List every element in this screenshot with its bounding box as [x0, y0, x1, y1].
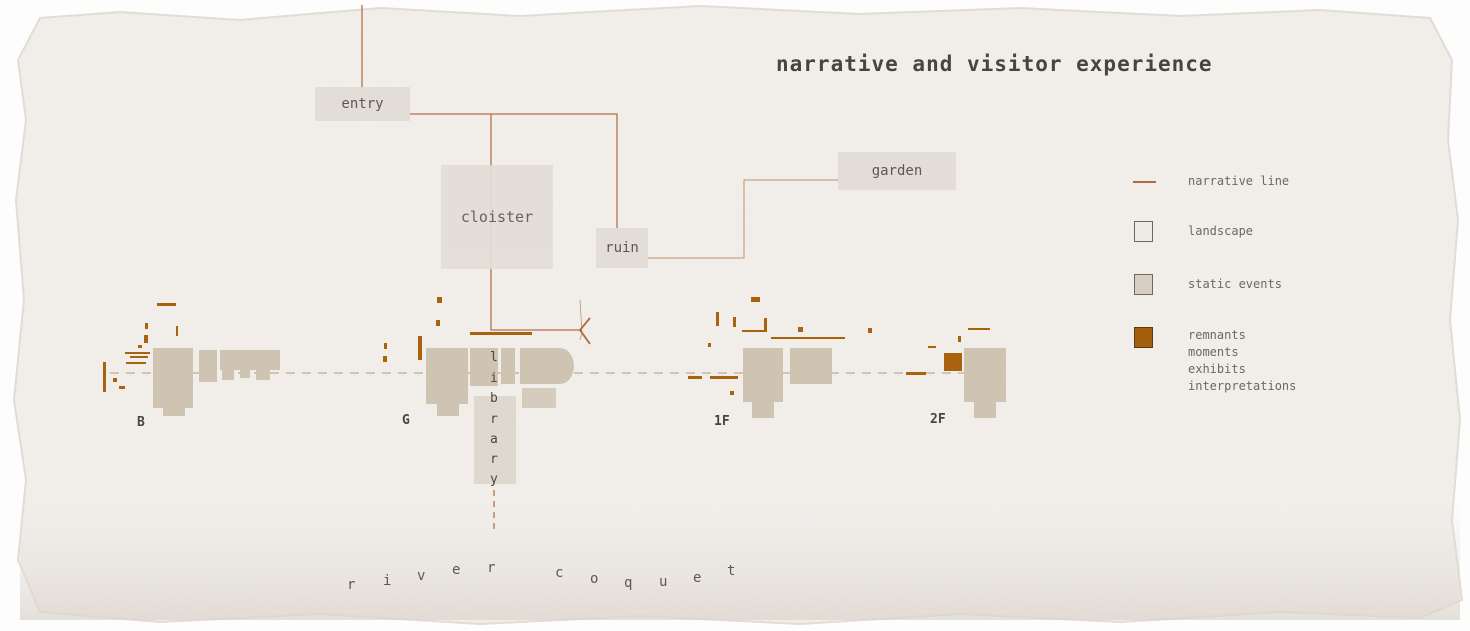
- cloister-label: cloister: [460, 208, 534, 226]
- legend-landscape-swatch: [1134, 221, 1153, 242]
- library-letter: l: [490, 350, 498, 365]
- garden-label: garden: [871, 163, 923, 179]
- library-letter: r: [490, 452, 498, 467]
- floor-label-1f: 1F: [714, 414, 730, 429]
- legend-interpretations-label: interpretations: [1188, 379, 1297, 393]
- ruin-box: ruin: [596, 228, 648, 268]
- library-letter: i: [490, 371, 498, 386]
- river-letter: o: [590, 571, 599, 587]
- floor-label-2f: 2F: [930, 412, 946, 427]
- remnants-1f: [688, 297, 872, 395]
- remnants-b: [103, 303, 178, 392]
- legend-landscape-label: landscape: [1188, 224, 1254, 238]
- river-letter: c: [555, 565, 564, 581]
- floor-plan-g: [426, 348, 574, 416]
- floor-plan-2f: [964, 348, 1006, 418]
- library-letter: y: [490, 472, 498, 487]
- remnants-g: [383, 297, 532, 362]
- remnants-2f: [906, 328, 990, 375]
- legend-static-events-swatch: [1134, 274, 1153, 295]
- river-letter: e: [452, 562, 461, 578]
- river-letter: r: [487, 560, 496, 576]
- library-letter: a: [490, 432, 498, 447]
- legend-moments-label: moments: [1188, 345, 1239, 359]
- entry-box: entry: [315, 87, 410, 121]
- cloister-box: cloister: [441, 165, 553, 269]
- river-letter: v: [417, 568, 426, 584]
- library-block: [474, 396, 516, 484]
- floor-plan-b: [153, 348, 280, 416]
- floor-label-b: B: [137, 415, 145, 430]
- diagram-title: narrative and visitor experience: [776, 52, 1213, 76]
- river-letter: t: [727, 563, 736, 579]
- legend-remnants-label: remnants: [1188, 328, 1246, 342]
- legend-static-events-label: static events: [1188, 277, 1282, 291]
- floor-label-g: G: [402, 413, 410, 428]
- legend-remnants-swatch: [1134, 327, 1153, 348]
- river-letter: q: [624, 575, 633, 591]
- legend-exhibits-label: exhibits: [1188, 362, 1246, 376]
- river-letter: e: [693, 570, 702, 586]
- entry-label: entry: [341, 96, 384, 112]
- river-letter: u: [659, 574, 668, 590]
- ruin-label: ruin: [605, 240, 639, 256]
- floor-plan-1f: [743, 348, 832, 418]
- library-letter: r: [490, 412, 498, 427]
- library-letter: b: [490, 391, 498, 406]
- river-letter: i: [383, 573, 392, 589]
- legend-narrative-label: narrative line: [1188, 174, 1290, 188]
- garden-box: garden: [838, 152, 956, 190]
- river-letter: r: [347, 577, 356, 593]
